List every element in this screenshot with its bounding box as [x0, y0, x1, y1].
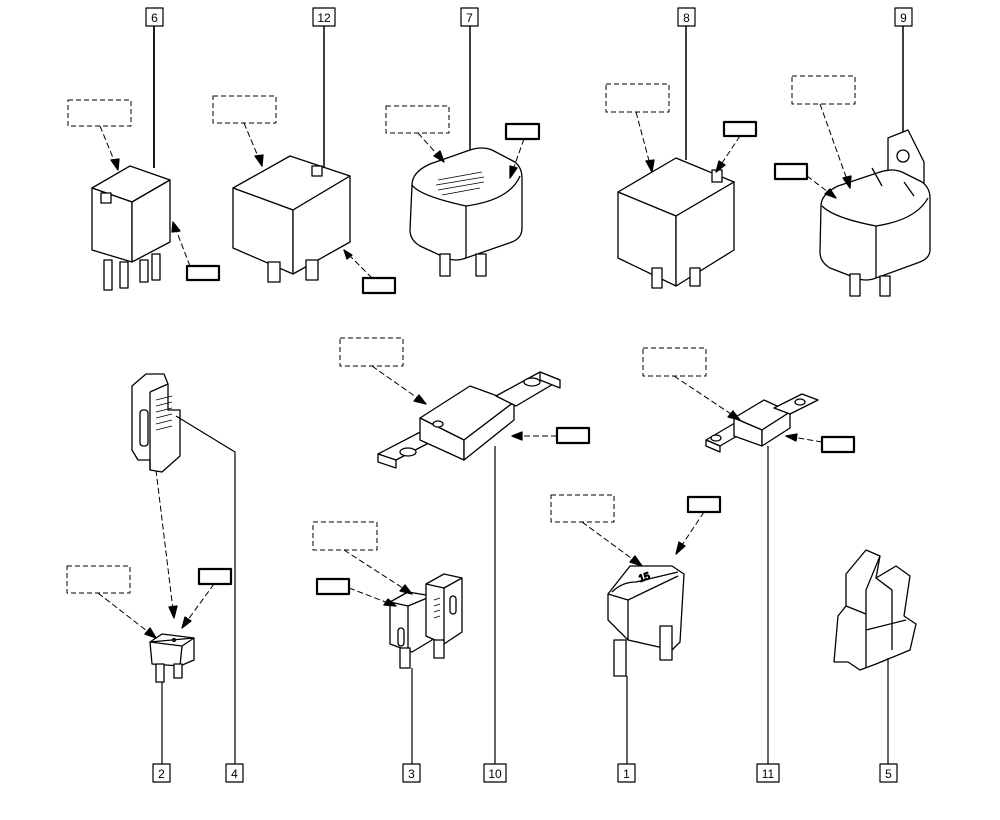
callout-10: 10: [483, 763, 507, 783]
callout-label-7: 7: [466, 11, 473, 25]
callout-5: 5: [879, 763, 898, 783]
strip-fuse-10: [339, 337, 591, 764]
callout-label-5: 5: [885, 767, 892, 781]
strip-fuse-11: [642, 347, 856, 764]
callout-7: 7: [460, 7, 479, 27]
fuse-rating-label: 15: [638, 571, 652, 585]
callout-label-6: 6: [151, 11, 158, 25]
callout-1: 1: [617, 763, 636, 783]
callout-label-9: 9: [900, 11, 907, 25]
callout-4: 4: [225, 763, 244, 783]
mini-fuse-2: [66, 469, 233, 764]
relay-6: [67, 26, 221, 291]
callout-label-1: 1: [623, 767, 630, 781]
callout-11: 11: [756, 763, 780, 783]
callout-label-3: 3: [408, 767, 415, 781]
callout-label-4: 4: [231, 767, 238, 781]
relay-7: [385, 26, 541, 277]
callout-6: 6: [145, 7, 164, 27]
callout-label-8: 8: [683, 11, 690, 25]
maxi-fuse-1: 15: [550, 494, 722, 764]
callout-3: 3: [402, 763, 421, 783]
callout-label-11: 11: [762, 767, 775, 781]
callout-12: 12: [312, 7, 336, 27]
relay-12: [212, 26, 397, 295]
relay-9: [773, 26, 931, 297]
callout-2: 2: [152, 763, 171, 783]
fuse-clip-5: [833, 549, 917, 764]
relay-8: [605, 26, 758, 289]
callout-label-2: 2: [158, 767, 165, 781]
callout-9: 9: [894, 7, 913, 27]
callout-label-10: 10: [488, 767, 502, 781]
fuse-puller-4: [131, 373, 236, 764]
callout-label-12: 12: [317, 11, 331, 25]
callout-8: 8: [677, 7, 696, 27]
blade-fuse-3: [312, 521, 463, 764]
